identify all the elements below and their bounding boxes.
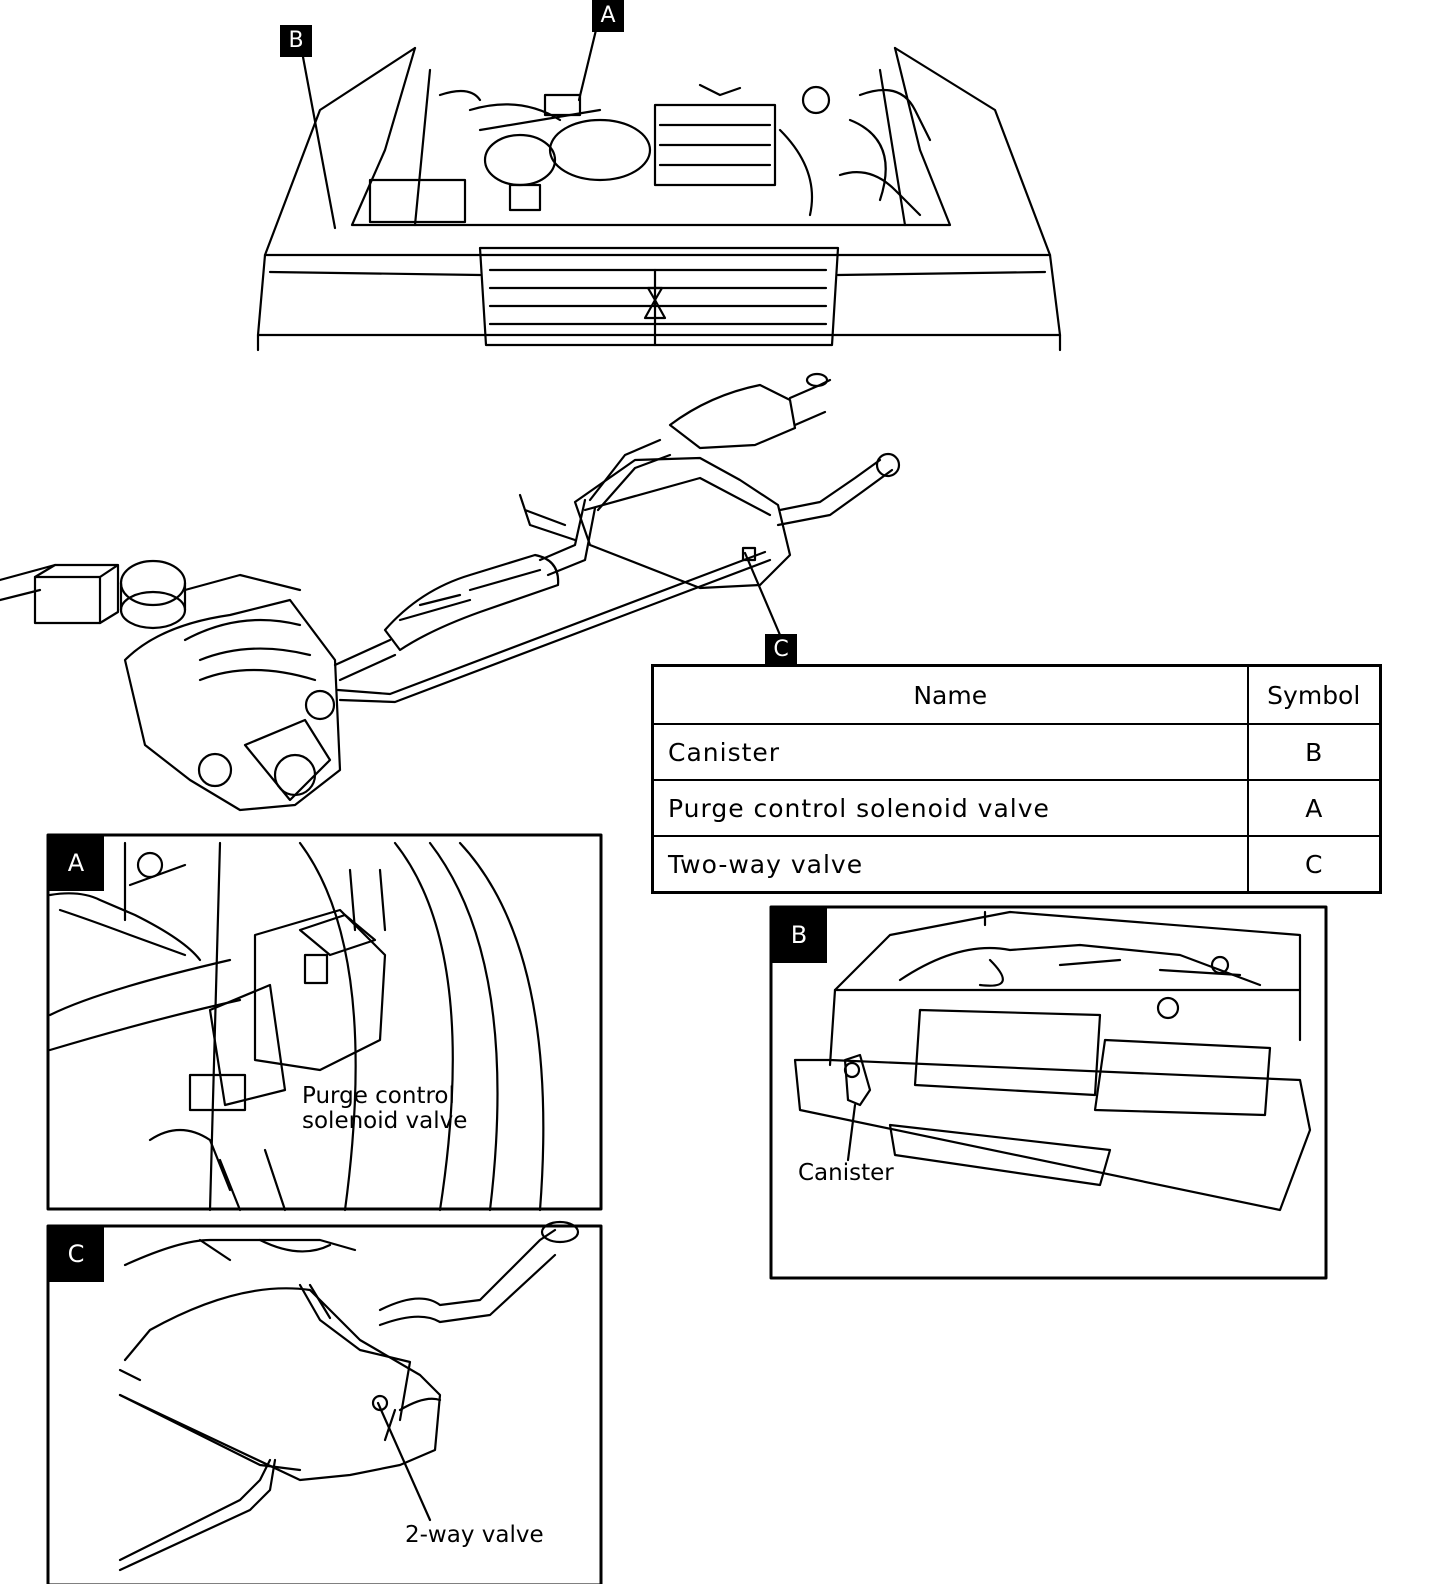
inset-b-label: Canister <box>798 1160 894 1186</box>
inset-a-artwork <box>46 833 603 1212</box>
car-front-view <box>256 28 1062 352</box>
inset-a-label-line2: solenoid valve <box>302 1108 468 1134</box>
callout-b: B <box>280 25 312 57</box>
inset-a-label-line1: Purge control <box>302 1083 455 1109</box>
fuel-system-layout <box>0 372 901 812</box>
table-row: Two-way valve C <box>651 835 1382 894</box>
header-name: Name <box>651 664 1249 725</box>
row-name: Purge control solenoid valve <box>651 779 1249 837</box>
inset-c-artwork <box>46 1220 603 1584</box>
row-name: Two-way valve <box>651 835 1249 894</box>
inset-c-label: 2-way valve <box>405 1522 544 1548</box>
header-symbol: Symbol <box>1246 664 1382 725</box>
inset-b-artwork <box>769 905 1328 1280</box>
table-row: Purge control solenoid valve A <box>651 779 1382 837</box>
row-name: Canister <box>651 723 1249 781</box>
callout-a: A <box>592 0 624 32</box>
row-symbol: A <box>1246 779 1382 837</box>
row-symbol: C <box>1246 835 1382 894</box>
row-symbol: B <box>1246 723 1382 781</box>
parts-table: Name Symbol Canister B Purge control sol… <box>651 664 1382 894</box>
table-row: Canister B <box>651 723 1382 781</box>
inset-b-tag: B <box>771 907 827 963</box>
callout-c: C <box>765 634 797 666</box>
inset-a-tag: A <box>48 835 104 891</box>
table-header-row: Name Symbol <box>651 664 1382 725</box>
inset-c-tag: C <box>48 1226 104 1282</box>
